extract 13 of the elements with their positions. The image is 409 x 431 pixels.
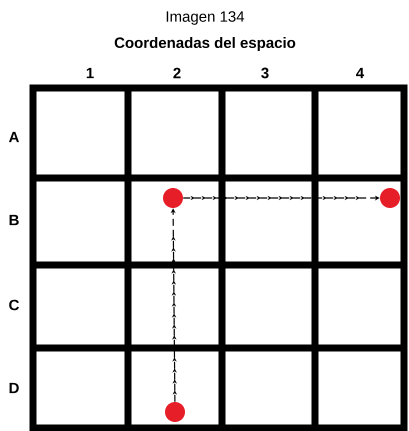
dot (163, 188, 183, 208)
subtitle: Coordenadas del espacio (114, 37, 296, 51)
dot (380, 188, 400, 208)
row-label: B (10, 214, 19, 226)
column-label: 2 (173, 68, 181, 78)
column-label: 1 (86, 68, 94, 78)
title: Imagen 134 (166, 11, 244, 25)
column-label: 3 (261, 68, 269, 78)
column-label: 4 (356, 68, 364, 78)
row-label: D (10, 382, 19, 394)
row-label: A (8, 132, 20, 142)
row-label: C (9, 300, 19, 310)
dot (165, 402, 185, 422)
